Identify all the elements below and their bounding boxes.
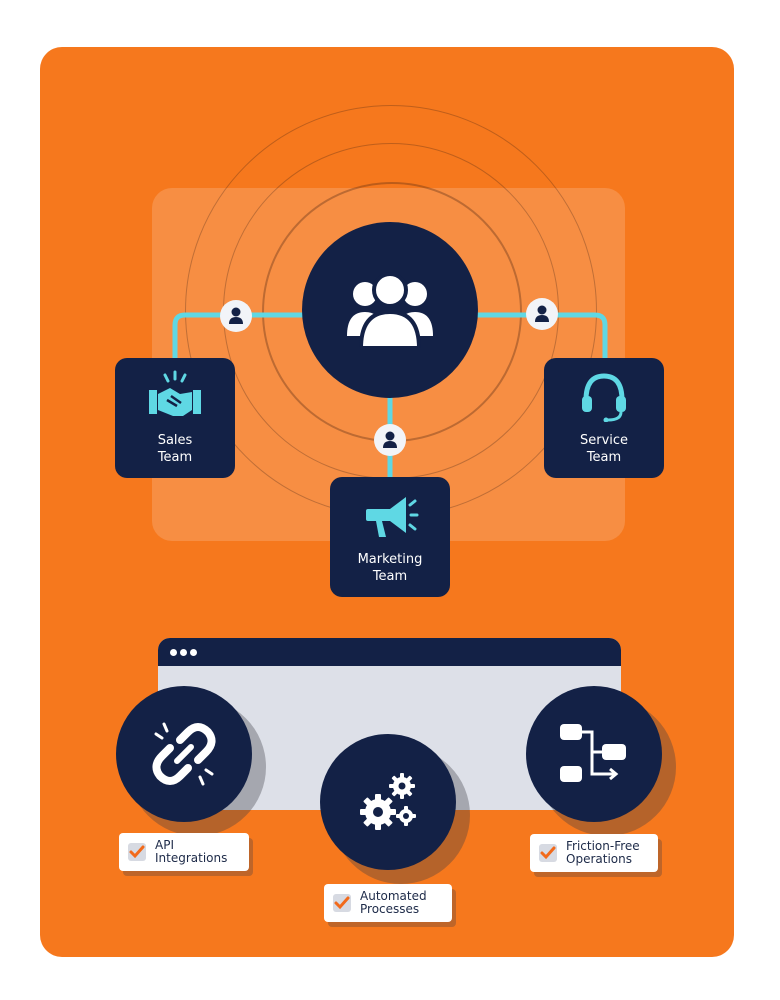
marketing-label-line2: Team (372, 569, 408, 584)
sales-label-line1: Sales (157, 433, 193, 448)
browser-title-bar (158, 638, 621, 666)
api-label-line2: Integrations (155, 851, 228, 865)
headset-icon (582, 373, 626, 422)
automated-label-line2: Processes (360, 902, 420, 916)
sales-user-dot (220, 300, 252, 332)
window-dot (180, 649, 187, 656)
window-dot (170, 649, 177, 656)
api-circle (116, 686, 252, 822)
user-icon (535, 305, 549, 322)
user-icon (383, 431, 397, 448)
automation-circle (320, 734, 456, 870)
friction-label-line1: Friction-Free (566, 839, 640, 853)
sales-connector (172, 312, 310, 360)
marketing-label-line1: Marketing (357, 552, 423, 567)
service-label-line1: Service (579, 433, 629, 448)
hub-circle (302, 222, 478, 398)
friction-label-line2: Operations (566, 852, 632, 866)
gears-icon (360, 773, 416, 830)
check-icon (333, 894, 351, 912)
check-icon (539, 844, 557, 862)
window-dot (190, 649, 197, 656)
service-label-line2: Team (586, 450, 622, 465)
api-label-line1: API (155, 838, 174, 852)
workflow-circle (526, 686, 662, 822)
user-icon (229, 307, 243, 324)
marketing-user-dot (374, 424, 406, 456)
group-users-icon (347, 272, 433, 348)
service-user-dot (526, 298, 558, 330)
handshake-icon (149, 370, 201, 416)
service-connector (470, 312, 608, 360)
megaphone-icon (366, 497, 419, 537)
broken-link-icon (152, 722, 216, 786)
check-icon (128, 843, 146, 861)
sales-label-line2: Team (157, 450, 193, 465)
automated-label-line1: Automated (360, 889, 427, 903)
workflow-icon (560, 724, 626, 782)
